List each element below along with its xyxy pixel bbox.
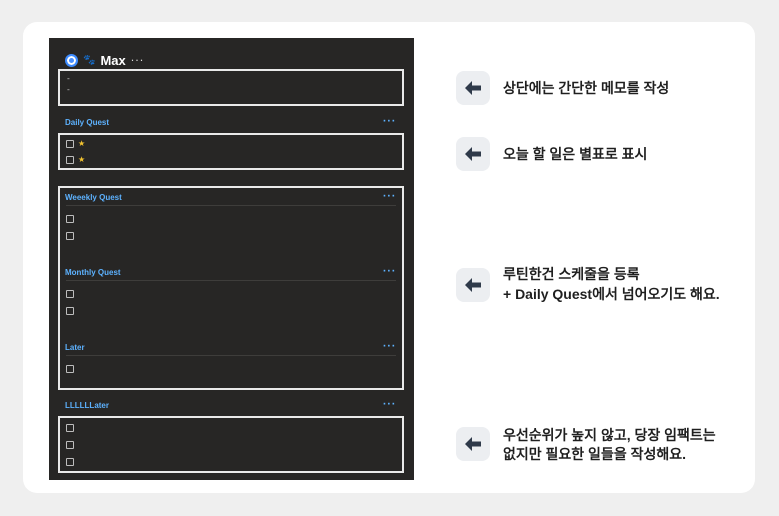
list-item — [66, 290, 74, 298]
later-header: Later ··· — [65, 340, 396, 354]
section-title-weekly: Weeekly Quest — [65, 192, 122, 202]
notes-app-panel: 🐾 Max ··· - - Daily Quest ··· ★ ★ Weeekl… — [49, 38, 414, 480]
checkbox-icon[interactable] — [66, 307, 74, 315]
list-item — [66, 215, 74, 223]
section-title-daily: Daily Quest — [65, 117, 110, 127]
annotation-schedule-line2: + Daily Quest에서 넘어오기도 해요. — [503, 286, 720, 302]
lllllater-header: LLLLLLater ··· — [65, 398, 396, 412]
arrow-left-icon — [456, 137, 490, 171]
checkbox-icon[interactable] — [66, 458, 74, 466]
arrow-left-icon — [456, 71, 490, 105]
checkbox-icon[interactable] — [66, 365, 74, 373]
more-icon[interactable]: ··· — [382, 117, 396, 127]
checkbox-icon[interactable] — [66, 290, 74, 298]
annotation-schedule-line1: 루틴한건 스케줄을 등록 — [503, 266, 640, 282]
divider — [66, 355, 396, 356]
list-item: ★ — [66, 140, 85, 148]
checkbox-icon[interactable] — [66, 232, 74, 240]
schedule-box: Weeekly Quest ··· Monthly Quest ··· Late… — [58, 186, 404, 390]
memo-line[interactable]: - — [66, 85, 71, 94]
memo-line[interactable]: - — [66, 74, 71, 83]
memo-box[interactable]: - - — [58, 69, 404, 106]
star-icon: ★ — [78, 155, 86, 164]
more-icon[interactable]: ··· — [382, 267, 396, 277]
section-title-later: Later — [65, 342, 85, 352]
paw-icon: 🐾 — [83, 54, 96, 66]
more-icon[interactable]: ··· — [130, 53, 145, 67]
lllllater-box — [58, 416, 404, 473]
checkbox-icon[interactable] — [66, 215, 74, 223]
more-icon[interactable]: ··· — [382, 400, 396, 410]
daily-quest-header: Daily Quest ··· — [65, 115, 396, 129]
list-item — [66, 424, 74, 432]
list-item — [66, 458, 74, 466]
radio-icon[interactable] — [65, 53, 78, 67]
checkbox-icon[interactable] — [66, 140, 74, 148]
list-item: ★ — [66, 156, 85, 164]
checkbox-icon[interactable] — [66, 424, 74, 432]
monthly-quest-header: Monthly Quest ··· — [65, 265, 396, 279]
arrow-left-icon — [456, 268, 490, 302]
checkbox-icon[interactable] — [66, 441, 74, 449]
checkbox-icon[interactable] — [66, 156, 74, 164]
list-item — [66, 307, 74, 315]
section-title-monthly: Monthly Quest — [65, 267, 121, 277]
daily-quest-box: ★ ★ — [58, 133, 404, 170]
divider — [66, 205, 396, 206]
star-icon: ★ — [78, 139, 86, 148]
app-header: 🐾 Max ··· — [65, 50, 144, 70]
list-item — [66, 232, 74, 240]
annotation-later-line2: 없지만 필요한 일들을 작성해요. — [503, 446, 686, 462]
divider — [66, 280, 396, 281]
more-icon[interactable]: ··· — [382, 192, 396, 202]
annotation-later-line1: 우선순위가 높지 않고, 당장 임팩트는 — [503, 427, 716, 443]
more-icon[interactable]: ··· — [382, 342, 396, 352]
arrow-left-icon — [456, 427, 490, 461]
list-item — [66, 441, 74, 449]
list-item — [66, 365, 74, 373]
app-title: Max — [100, 52, 126, 68]
weekly-quest-header: Weeekly Quest ··· — [65, 190, 396, 204]
annotation-star: 오늘 할 일은 별표로 표시 — [503, 146, 648, 162]
section-title-lllllater: LLLLLLater — [65, 400, 109, 410]
annotation-memo: 상단에는 간단한 메모를 작성 — [503, 80, 670, 96]
